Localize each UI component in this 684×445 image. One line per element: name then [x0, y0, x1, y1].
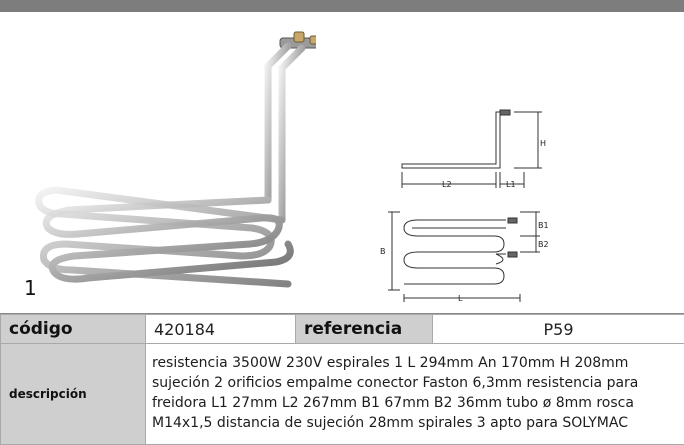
dim-b: B — [380, 247, 386, 256]
technical-drawing: H L2 L1 — [374, 104, 564, 304]
top-view — [388, 212, 540, 302]
dim-b1: B1 — [538, 221, 549, 230]
code-row: código 420184 referencia P59 — [1, 315, 684, 344]
dim-h: H — [540, 139, 546, 148]
product-info-table: código 420184 referencia P59 descripción… — [0, 314, 684, 445]
descripcion-text: resistencia 3500W 230V espirales 1 L 294… — [146, 344, 684, 445]
image-area: 1 H L2 L1 — [0, 12, 684, 314]
referencia-value: P59 — [433, 315, 684, 344]
dim-l1: L1 — [506, 180, 516, 189]
codigo-label: código — [1, 315, 146, 344]
side-view — [402, 110, 542, 168]
heating-element-photo — [26, 30, 316, 290]
dim-l: L — [458, 294, 463, 303]
dim-l2: L2 — [442, 180, 452, 189]
codigo-value: 420184 — [146, 315, 296, 344]
description-row: descripción resistencia 3500W 230V espir… — [1, 344, 684, 445]
dim-b2: B2 — [538, 240, 549, 249]
descripcion-label: descripción — [1, 344, 146, 445]
photo-number: 1 — [24, 276, 37, 300]
referencia-label: referencia — [296, 315, 433, 344]
top-bar — [0, 0, 684, 12]
